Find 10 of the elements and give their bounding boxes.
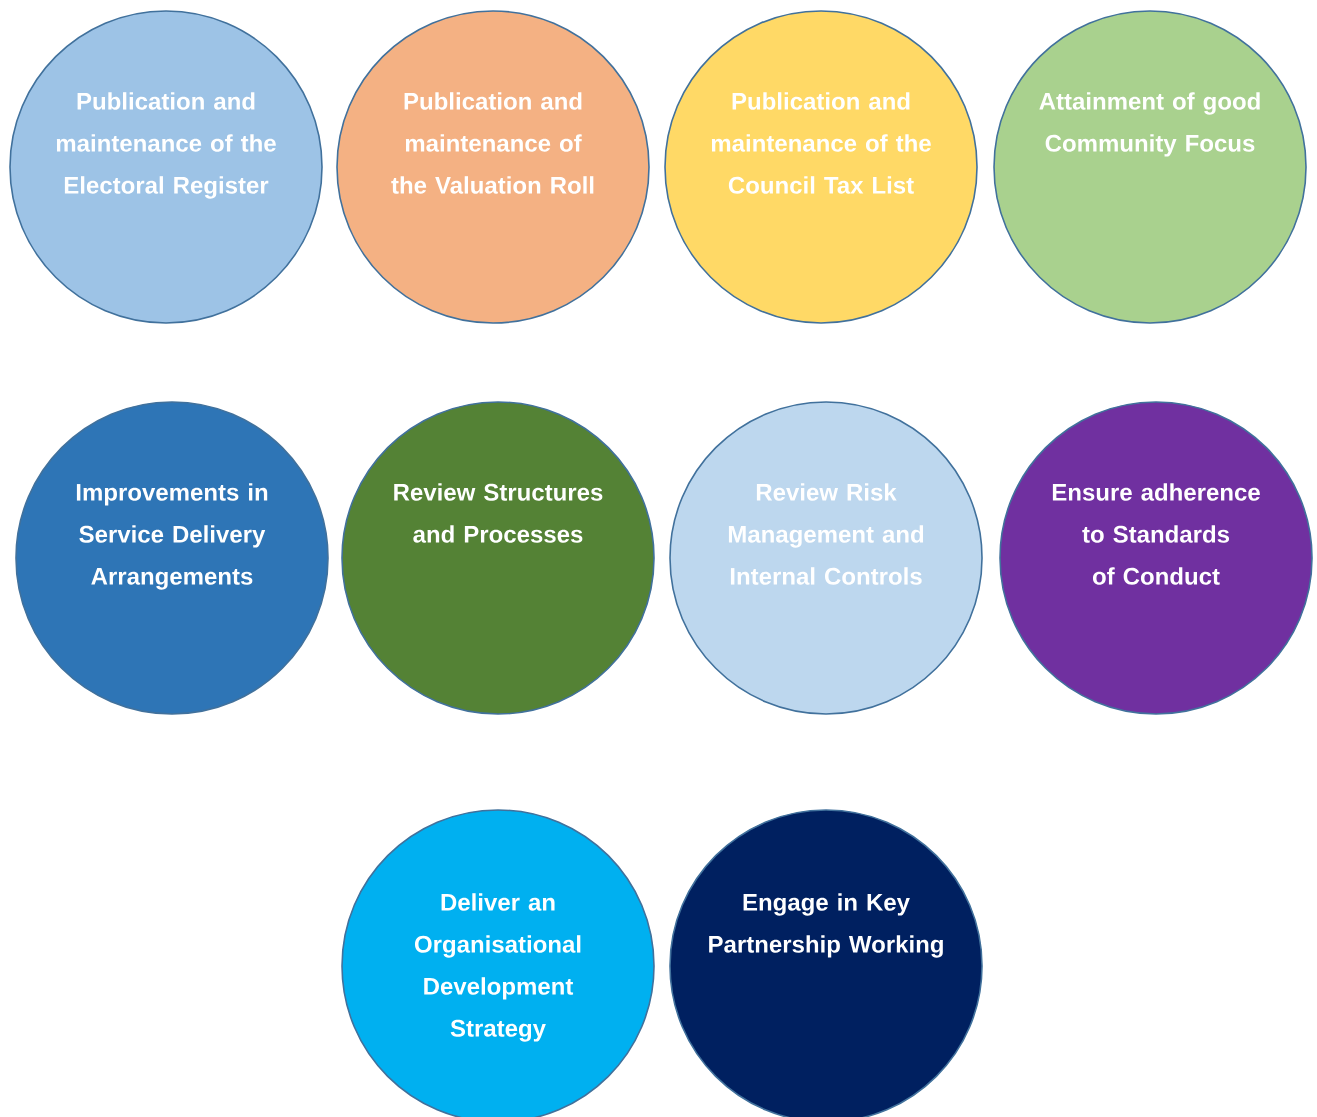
circle-node: Publication and maintenance of the Council Tax List [664,10,978,324]
circle-node: Improvements in Service Delivery Arrangements [15,401,329,715]
circle-node: Deliver an Organisational Development Strategy [341,809,655,1117]
circle-node: Publication and maintenance of the Valuation Roll [336,10,650,324]
circle-node: Review Structures and Processes [341,401,655,715]
circle-node: Attainment of good Community Focus [993,10,1307,324]
circle-node: Publication and maintenance of the Electoral Register [9,10,323,324]
circle-node: Ensure adherence to Standards of Conduct [999,401,1313,715]
circle-node: Review Risk Management and Internal Controls [669,401,983,715]
circle-node: Engage in Key Partnership Working [669,809,983,1117]
